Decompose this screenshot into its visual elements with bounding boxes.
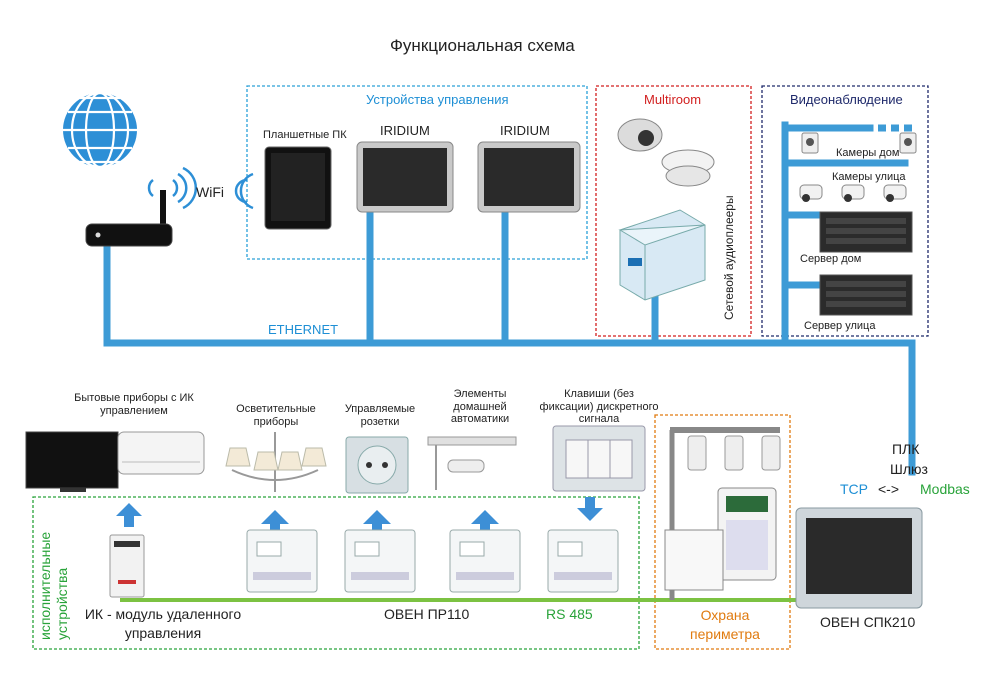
control-arrows xyxy=(116,497,603,534)
server-street-device xyxy=(819,274,913,316)
tablet-device xyxy=(264,146,332,230)
alarm-controller-device xyxy=(664,529,724,591)
perimeter-label: Охрана периметра xyxy=(690,607,760,642)
cameras-home-icons xyxy=(801,132,917,154)
iridium-label-1: IRIDIUM xyxy=(380,123,430,138)
tcp-label: TCP xyxy=(840,481,868,497)
arrow-label: <-> xyxy=(878,481,900,497)
wifi-label: WiFi xyxy=(196,184,224,200)
plc-label: ПЛК xyxy=(892,441,920,457)
ir-module-device xyxy=(109,534,145,598)
curtain-automation-device xyxy=(427,436,517,490)
control-devices-label: Устройства управления xyxy=(366,92,509,107)
alarm-keypad-device xyxy=(717,487,777,581)
wifi-waves-icon xyxy=(234,172,254,210)
sockets-label: Управляемые розетки xyxy=(344,403,416,428)
wifi-router-icon xyxy=(85,166,198,247)
video-label: Видеонаблюдение xyxy=(790,92,903,107)
iridium-label-2: IRIDIUM xyxy=(500,123,550,138)
server-home-device xyxy=(819,211,913,253)
tablets-label: Планшетные ПК xyxy=(263,129,347,141)
cams-street-label: Камеры улица xyxy=(832,171,906,183)
perimeter-frame xyxy=(654,414,791,650)
ethernet-label: ETHERNET xyxy=(268,322,339,337)
ir-module-label: ИК - модуль удаленного управления xyxy=(84,606,242,641)
cams-home-label: Камеры дом xyxy=(836,147,900,159)
lighting-label: Осветительные приборы xyxy=(236,403,316,428)
spk210-panel xyxy=(795,507,923,609)
modbus-label: Modbas xyxy=(920,481,970,497)
cameras-street-icons xyxy=(799,184,907,202)
audio-player-device xyxy=(618,209,706,301)
ceiling-speakers-icon xyxy=(617,118,715,187)
video-frame xyxy=(761,85,929,337)
rs485-label: RS 485 xyxy=(546,606,593,622)
air-conditioner-device xyxy=(117,431,205,475)
automation-label: Элементы домашней автоматики xyxy=(450,388,510,426)
iridium-panel-1 xyxy=(356,141,454,213)
switch-device xyxy=(552,425,646,492)
socket-device xyxy=(345,436,409,494)
executive-devices-frame xyxy=(32,496,640,650)
server-home-label: Сервер дом xyxy=(800,253,862,265)
ir-devices-label: Бытовые приборы с ИК управлением xyxy=(74,392,194,417)
ethernet-bus xyxy=(103,121,916,476)
multiroom-frame xyxy=(595,85,752,337)
executive-devices-label: исполнительные устройства xyxy=(37,531,70,640)
internet-globe-icon xyxy=(63,91,137,169)
chandelier-device xyxy=(225,432,327,492)
audio-players-label: Сетевой аудиоплееры xyxy=(722,195,736,320)
control-devices-frame xyxy=(246,85,588,260)
tv-device xyxy=(25,431,119,492)
multiroom-label: Multiroom xyxy=(644,92,702,107)
server-street-label: Сервер улица xyxy=(804,320,876,332)
keys-label: Клавиши (без фиксации) дискретного сигна… xyxy=(539,388,659,426)
diagram-title: Функциональная схема xyxy=(390,36,575,55)
spk210-label: ОВЕН СПК210 xyxy=(820,614,916,630)
iridium-panel-2 xyxy=(477,141,581,213)
gateway-label: Шлюз xyxy=(890,461,928,477)
pr110-modules xyxy=(246,529,619,593)
pr110-label: ОВЕН ПР110 xyxy=(384,606,470,622)
